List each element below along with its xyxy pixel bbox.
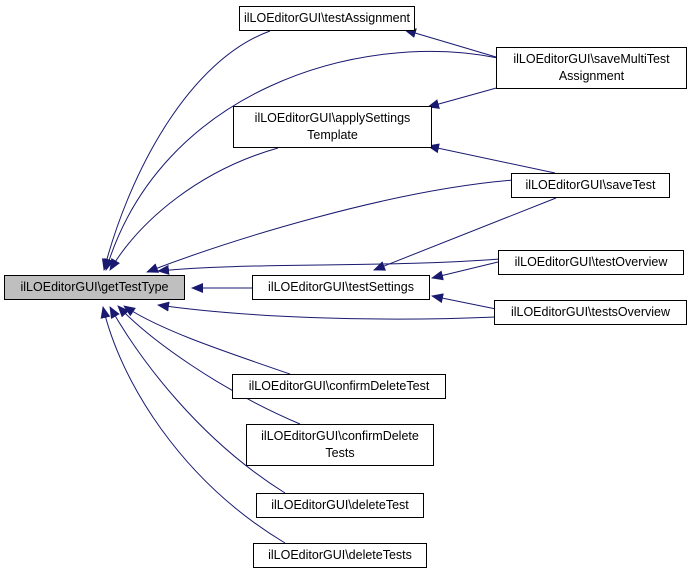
- edge-confirmDeleteTest-to-getTestType: [123, 305, 291, 375]
- node-delete-test[interactable]: ilLOEditorGUI\deleteTest: [256, 493, 424, 518]
- edge-saveTest-to-testSettings: [373, 197, 557, 271]
- node-save-multi-test-assignment[interactable]: ilLOEditorGUI\saveMultiTest Assignment: [496, 47, 687, 89]
- node-get-test-type[interactable]: ilLOEditorGUI\getTestType: [4, 275, 185, 300]
- edge-testsOverview-to-getTestType: [157, 301, 497, 320]
- node-apply-settings-template[interactable]: ilLOEditorGUI\applySettings Template: [233, 106, 432, 148]
- node-label: ilLOEditorGUI\testsOverview: [510, 305, 671, 319]
- node-delete-tests[interactable]: ilLOEditorGUI\deleteTests: [253, 543, 427, 568]
- edge-testsOverview-to-testSettings: [431, 293, 497, 310]
- edge-applySettingsTemplate-to-getTestType: [109, 147, 279, 271]
- edge-deleteTest-to-getTestType: [109, 306, 286, 494]
- edge-testOverview-to-getTestType: [157, 258, 501, 275]
- edge-confirmDeleteTests-to-getTestType: [117, 305, 301, 425]
- node-test-settings[interactable]: ilLOEditorGUI\testSettings: [252, 275, 430, 300]
- node-confirm-delete-test[interactable]: ilLOEditorGUI\confirmDeleteTest: [232, 374, 446, 399]
- node-label-line1: ilLOEditorGUI\confirmDelete: [261, 429, 419, 443]
- node-label: ilLOEditorGUI\confirmDeleteTest: [248, 379, 430, 393]
- node-label: ilLOEditorGUI\deleteTest: [271, 498, 409, 512]
- node-confirm-delete-tests[interactable]: ilLOEditorGUI\confirmDelete Tests: [246, 424, 434, 466]
- node-label-line2: Tests: [325, 446, 355, 460]
- node-label-line2: Template: [307, 128, 358, 142]
- edge-saveMultiTestAssignment-to-applySettingsTemplate: [427, 86, 501, 109]
- edge-testOverview-to-testSettings: [431, 261, 499, 281]
- node-label: ilLOEditorGUI\deleteTests: [268, 548, 412, 562]
- node-label-line1: ilLOEditorGUI\saveMultiTest: [513, 52, 670, 66]
- edge-deleteTests-to-getTestType: [100, 306, 286, 544]
- node-label: ilLOEditorGUI\testOverview: [514, 255, 668, 269]
- node-tests-overview[interactable]: ilLOEditorGUI\testsOverview: [494, 300, 687, 325]
- edge-testAssignment-to-getTestType: [101, 30, 271, 271]
- edge-saveTest-to-getTestType: [146, 179, 515, 273]
- edge-saveMultiTestAssignment-to-testAssignment: [404, 28, 497, 58]
- node-test-assignment[interactable]: ilLOEditorGUI\testAssignment: [239, 6, 415, 31]
- node-save-test[interactable]: ilLOEditorGUI\saveTest: [511, 173, 670, 198]
- node-label: ilLOEditorGUI\saveTest: [525, 178, 656, 192]
- node-label-line1: ilLOEditorGUI\applySettings: [254, 111, 411, 125]
- node-test-overview[interactable]: ilLOEditorGUI\testOverview: [498, 250, 684, 275]
- node-label: ilLOEditorGUI\getTestType: [20, 280, 169, 294]
- edge-saveMultiTestAssignment-to-getTestType: [104, 50, 499, 271]
- node-label: ilLOEditorGUI\testSettings: [268, 280, 414, 294]
- node-label: ilLOEditorGUI\testAssignment: [243, 11, 411, 25]
- edge-saveTest-to-applySettingsTemplate: [427, 143, 556, 174]
- node-label-line2: Assignment: [558, 69, 625, 83]
